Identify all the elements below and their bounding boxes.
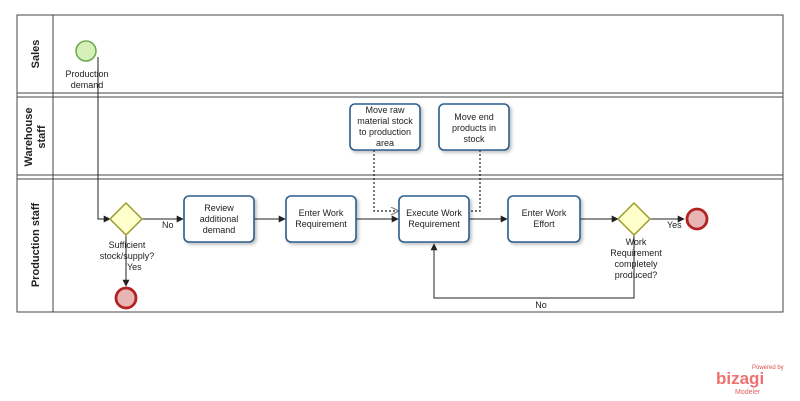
task-effort-line1: Enter Work [522,208,567,218]
end-event-complete[interactable] [685,207,709,231]
task-enter-work-effort[interactable]: Enter Work Effort [507,195,581,243]
task-review-additional-demand[interactable]: Review additional demand [183,195,255,243]
flow-start-to-gateway [97,57,111,223]
lane-warehouse-label: Warehouse staff [23,108,48,167]
gateway-sufficient-label-line1: Sufficient [109,240,146,250]
task-move-raw-line4: area [376,138,394,148]
lane-sales-label: Sales [30,40,42,69]
flow-no-loop-back [430,235,635,299]
flow-label-yes: Yes [127,262,142,272]
start-event-label-line1: Production [65,69,108,79]
gateway-complete-label-line4: produced? [615,270,658,280]
start-event-label-line2: demand [71,80,104,90]
end-event-sufficient[interactable] [114,286,138,310]
bizagi-logo: Powered by bizagi Modeler [716,365,784,396]
task-move-end-line1: Move end [454,112,494,122]
start-event[interactable] [75,40,97,62]
gateway-complete-label-line1: Work [626,237,647,247]
task-execute-line1: Execute Work [406,208,462,218]
gateway-sufficient-stock[interactable] [108,201,144,237]
task-move-end-line3: stock [463,134,485,144]
lane-warehouse-label-line2: staff [36,125,48,149]
task-enter-work-requirement[interactable]: Enter Work Requirement [285,195,357,243]
gateway-work-complete[interactable] [616,201,652,237]
flow-label-no: No [162,220,174,230]
task-move-end-line2: products in [452,123,496,133]
task-review-line3: demand [203,225,236,235]
task-move-raw-line2: material stock [357,116,413,126]
flow-label-no-loop: No [535,300,547,310]
task-review-line2: additional [200,214,239,224]
task-review-line1: Review [204,203,234,213]
lane-production-label: Production staff [30,203,42,288]
task-effort-line2: Effort [533,219,555,229]
gateway-complete-label-line2: Requirement [610,248,662,258]
task-enter-req-line1: Enter Work [299,208,344,218]
associations [373,150,481,212]
assoc-move-raw [373,150,398,211]
gateway-sufficient-label-line2: stock/supply? [100,251,155,261]
task-move-raw-line1: Move raw [365,105,405,115]
pool [16,14,784,313]
gateway-complete-label-line3: completely [614,259,658,269]
task-move-raw-line3: to production [359,127,411,137]
brand-product: Modeler [735,389,761,396]
task-enter-req-line2: Requirement [295,219,347,229]
task-execute-work-requirement[interactable]: Execute Work Requirement [398,195,470,243]
brand-name: bizagi [716,369,764,388]
task-move-end-products[interactable]: Move end products in stock [438,103,510,151]
flow-label-yes-final: Yes [667,220,682,230]
task-execute-line2: Requirement [408,219,460,229]
brand-powered-by: Powered by [752,365,784,371]
lane-warehouse-label-line1: Warehouse [23,108,35,167]
assoc-move-end [469,150,481,212]
sequence-flows [97,57,685,299]
task-move-raw-material[interactable]: Move raw material stock to production ar… [349,103,421,151]
